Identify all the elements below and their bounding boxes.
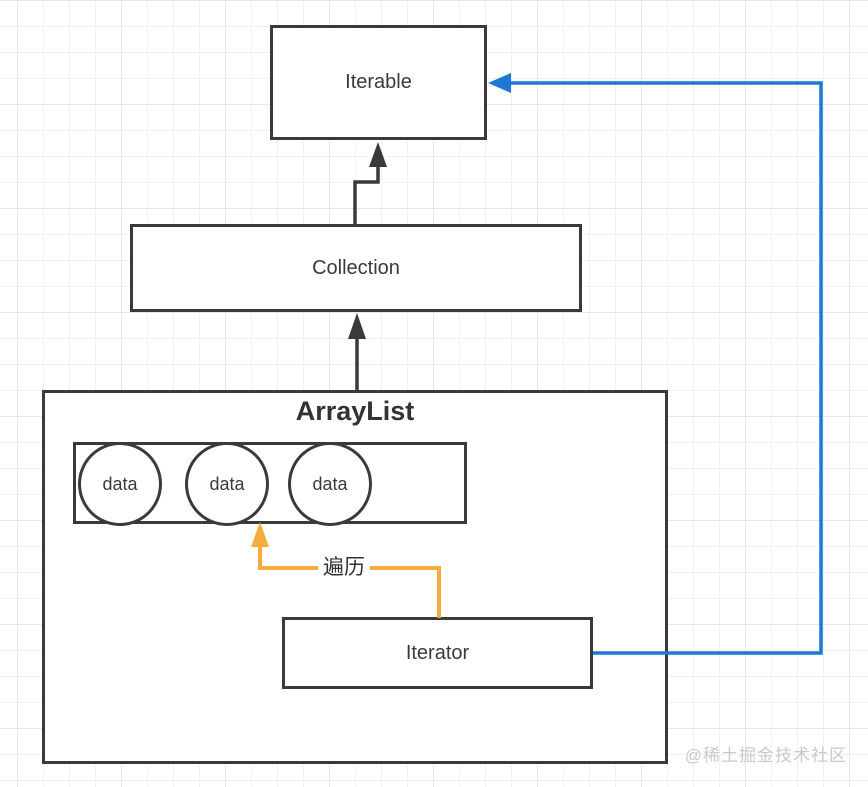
data-circle: data xyxy=(288,442,372,526)
arrowhead-up-iterable-icon xyxy=(369,142,387,167)
data-circle: data xyxy=(185,442,269,526)
arrowhead-left-iterable-icon xyxy=(488,73,511,93)
iterator-label: Iterator xyxy=(405,641,470,664)
arraylist-label: ArrayList xyxy=(295,396,415,426)
collection-label: Collection xyxy=(312,256,400,279)
traverse-edge-label: 遍历 xyxy=(318,555,370,581)
watermark: @稀土掘金技术社区 xyxy=(684,746,847,765)
iterator-node: Iterator xyxy=(282,617,593,689)
iterable-node: Iterable xyxy=(270,25,487,140)
data-circle-label: data xyxy=(312,473,348,494)
iterable-label: Iterable xyxy=(345,71,412,93)
edge-collection-to-iterable xyxy=(353,164,380,225)
data-circle-label: data xyxy=(102,473,138,494)
arrowhead-up-collection-icon xyxy=(348,313,366,339)
collection-node: Collection xyxy=(130,224,582,312)
data-circle: data xyxy=(78,442,162,526)
data-circle-label: data xyxy=(209,473,245,494)
